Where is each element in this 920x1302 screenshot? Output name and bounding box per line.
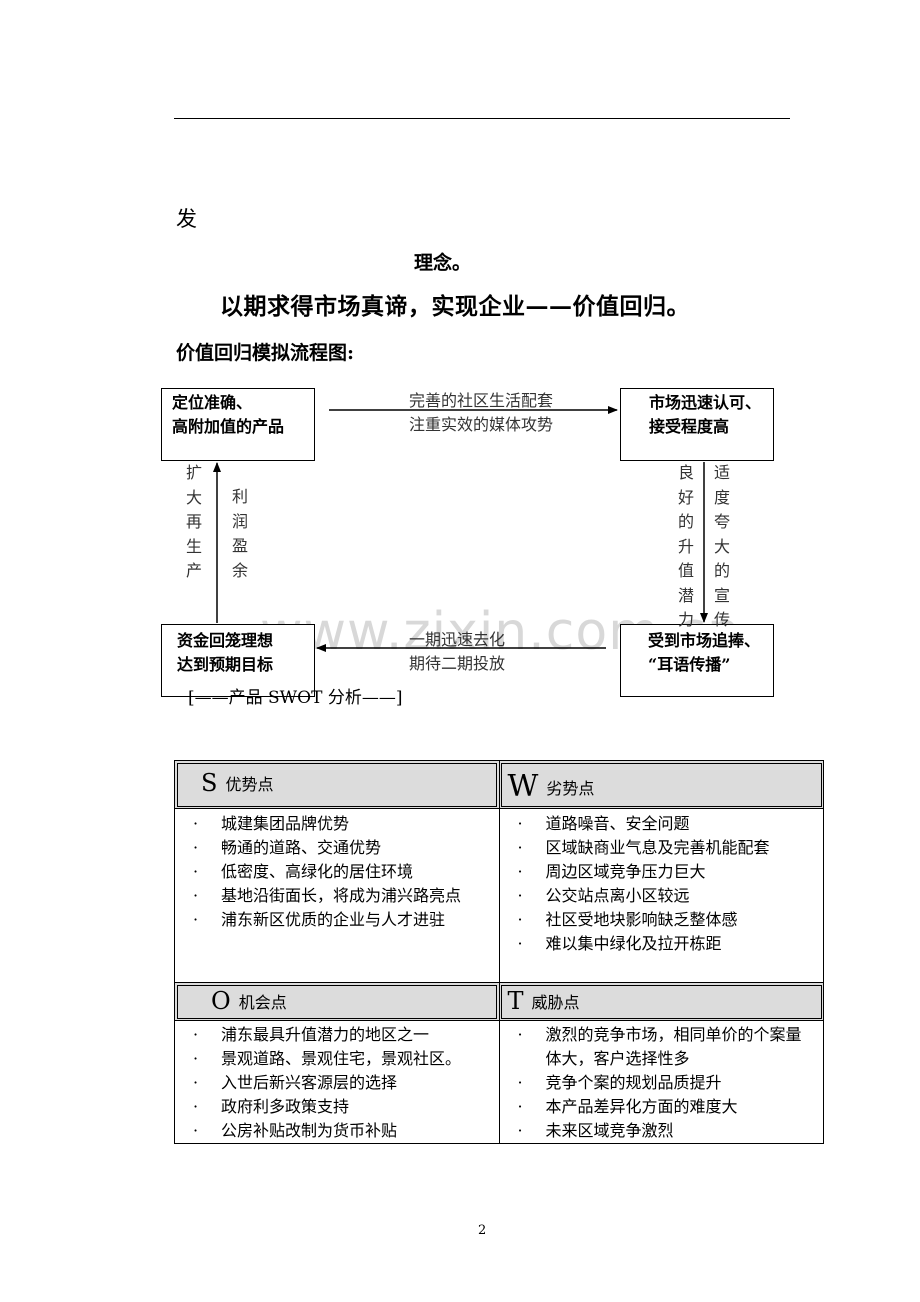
vchar: 润 (231, 511, 248, 531)
swot-letter: O (211, 987, 231, 1015)
left-vertical-label-a: 扩 大 再 生 产 (184, 461, 204, 584)
vchar: 潜 (677, 585, 694, 605)
flow-box-line: 受到市场追捧、 (648, 631, 761, 650)
vchar: 传 (713, 610, 730, 629)
slogan-heading: 以期求得市场真谛，实现企业——价值回归。 (220, 293, 690, 320)
vchar: 宣 (713, 585, 730, 605)
swot-header-s: S 优势点 (174, 760, 500, 809)
vchar: 值 (677, 561, 694, 580)
list-item: 城建集团品牌优势 (175, 812, 499, 836)
swot-label: 劣势点 (546, 778, 595, 798)
list-item: 竞争个案的规划品质提升 (500, 1071, 824, 1095)
flow-box-line: 市场迅速认可、 (649, 393, 762, 412)
swot-label: 优势点 (225, 775, 274, 794)
swot-list-opportunities: 浦东最具升值潜力的地区之一 景观道路、景观住宅，景观社区。 入世后新兴客源层的选… (174, 1020, 500, 1144)
list-item: 景观道路、景观住宅，景观社区。 (175, 1047, 499, 1071)
list-item: 浦东最具升值潜力的地区之一 (175, 1023, 499, 1047)
swot-label: 机会点 (238, 993, 287, 1012)
vchar: 适 (713, 463, 730, 482)
vchar: 升 (677, 536, 694, 556)
flow-title: 价值回归模拟流程图: (176, 342, 355, 364)
flow-box-product: 定位准确、 高附加值的产品 (161, 388, 315, 461)
flow-box-capital-return: 资金回笼理想 达到预期目标 (161, 624, 315, 697)
list-item: 公房补贴改制为货币补贴 (175, 1119, 499, 1143)
list-item: 浦东新区优质的企业与人才进驻 (175, 908, 499, 932)
swot-caption: [——产品 SWOT 分析——] (188, 688, 403, 708)
arrow-top-label: 完善的社区生活配套 注重实效的媒体攻势 (409, 389, 553, 437)
flow-box-market-pursuit: 受到市场追捧、 “耳语传播” (620, 624, 774, 697)
flow-box-market-acceptance: 市场迅速认可、 接受程度高 (620, 388, 774, 461)
arrow-bottom-label-line: 期待二期投放 (409, 654, 506, 673)
vchar: 余 (231, 560, 248, 580)
flow-box-line: 高附加值的产品 (172, 417, 285, 436)
left-vertical-label-b: 利 润 盈 余 (230, 485, 250, 583)
vchar: 产 (185, 561, 202, 580)
list-item: 周边区域竞争压力巨大 (500, 860, 824, 884)
arrow-top-label-line: 注重实效的媒体攻势 (409, 415, 554, 434)
vchar: 良 (677, 463, 694, 482)
swot-label: 威胁点 (531, 993, 580, 1012)
vchar: 夸 (713, 512, 730, 531)
list-item: 区域缺商业气息及完善机能配套 (500, 836, 824, 860)
vchar: 盈 (231, 536, 248, 555)
flow-arrows (213, 406, 708, 652)
flow-box-line: “耳语传播” (648, 655, 731, 674)
vchar: 生 (185, 536, 202, 556)
flow-box-line: 定位准确、 (172, 393, 253, 412)
swot-table: S 优势点 W 劣势点 城建集团品牌优势 畅通的道路、交通优势 低密度、高绿化的居住… (174, 760, 824, 1144)
swot-letter: S (201, 769, 218, 797)
list-item: 本产品差异化方面的难度大 (500, 1095, 824, 1119)
text-linian: 理念。 (414, 252, 472, 274)
swot-letter: W (507, 769, 539, 804)
list-item: 政府利多政策支持 (175, 1095, 499, 1119)
arrow-top-label-line: 完善的社区生活配套 (409, 391, 554, 410)
vchar: 的 (677, 512, 694, 531)
text-fragment: 发 (176, 207, 197, 231)
swot-list-weaknesses: 道路噪音、安全问题 区域缺商业气息及完善机能配套 周边区域竞争压力巨大 公交站点… (498, 808, 824, 983)
swot-header-w: W 劣势点 (498, 760, 824, 809)
list-item: 激烈的竞争市场，相同单价的个案量体大，客户选择性多 (500, 1023, 824, 1071)
list-item: 入世后新兴客源层的选择 (175, 1071, 499, 1095)
vchar: 利 (231, 487, 248, 506)
list-item: 社区受地块影响缺乏整体感 (500, 908, 824, 932)
vchar: 扩 (185, 463, 202, 482)
vchar: 大 (185, 487, 202, 507)
swot-list-threats: 激烈的竞争市场，相同单价的个案量体大，客户选择性多 竞争个案的规划品质提升 本产… (498, 1020, 824, 1144)
vchar: 力 (677, 610, 694, 629)
list-item: 畅通的道路、交通优势 (175, 836, 499, 860)
vchar: 的 (713, 561, 730, 580)
list-item: 未来区域竞争激烈 (500, 1119, 824, 1143)
swot-list-strengths: 城建集团品牌优势 畅通的道路、交通优势 低密度、高绿化的居住环境 基地沿街面长，… (174, 808, 500, 983)
arrow-bottom-label: 一期迅速去化 期待二期投放 (409, 628, 505, 676)
swot-letter: T (507, 987, 524, 1015)
flow-box-line: 达到预期目标 (177, 655, 274, 674)
flow-box-line: 接受程度高 (649, 417, 730, 436)
swot-header-t: T 威胁点 (498, 982, 824, 1021)
arrow-bottom-label-line: 一期迅速去化 (409, 630, 506, 649)
flow-box-line: 资金回笼理想 (177, 631, 274, 650)
right-vertical-label-a: 良 好 的 升 值 潜 力 (676, 461, 696, 633)
page-number: 2 (478, 1223, 487, 1238)
list-item: 低密度、高绿化的居住环境 (175, 860, 499, 884)
swot-header-o: O 机会点 (174, 982, 500, 1021)
vchar: 再 (185, 512, 202, 531)
right-vertical-label-b: 适 度 夸 大 的 宣 传 (712, 461, 732, 633)
vchar: 大 (713, 536, 730, 556)
list-item: 道路噪音、安全问题 (500, 812, 824, 836)
list-item: 基地沿街面长，将成为浦兴路亮点 (175, 884, 499, 908)
vchar: 好 (677, 487, 694, 507)
vchar: 度 (713, 487, 730, 507)
list-item: 公交站点离小区较远 (500, 884, 824, 908)
header-rule (174, 118, 790, 119)
list-item: 难以集中绿化及拉开栋距 (500, 932, 824, 956)
